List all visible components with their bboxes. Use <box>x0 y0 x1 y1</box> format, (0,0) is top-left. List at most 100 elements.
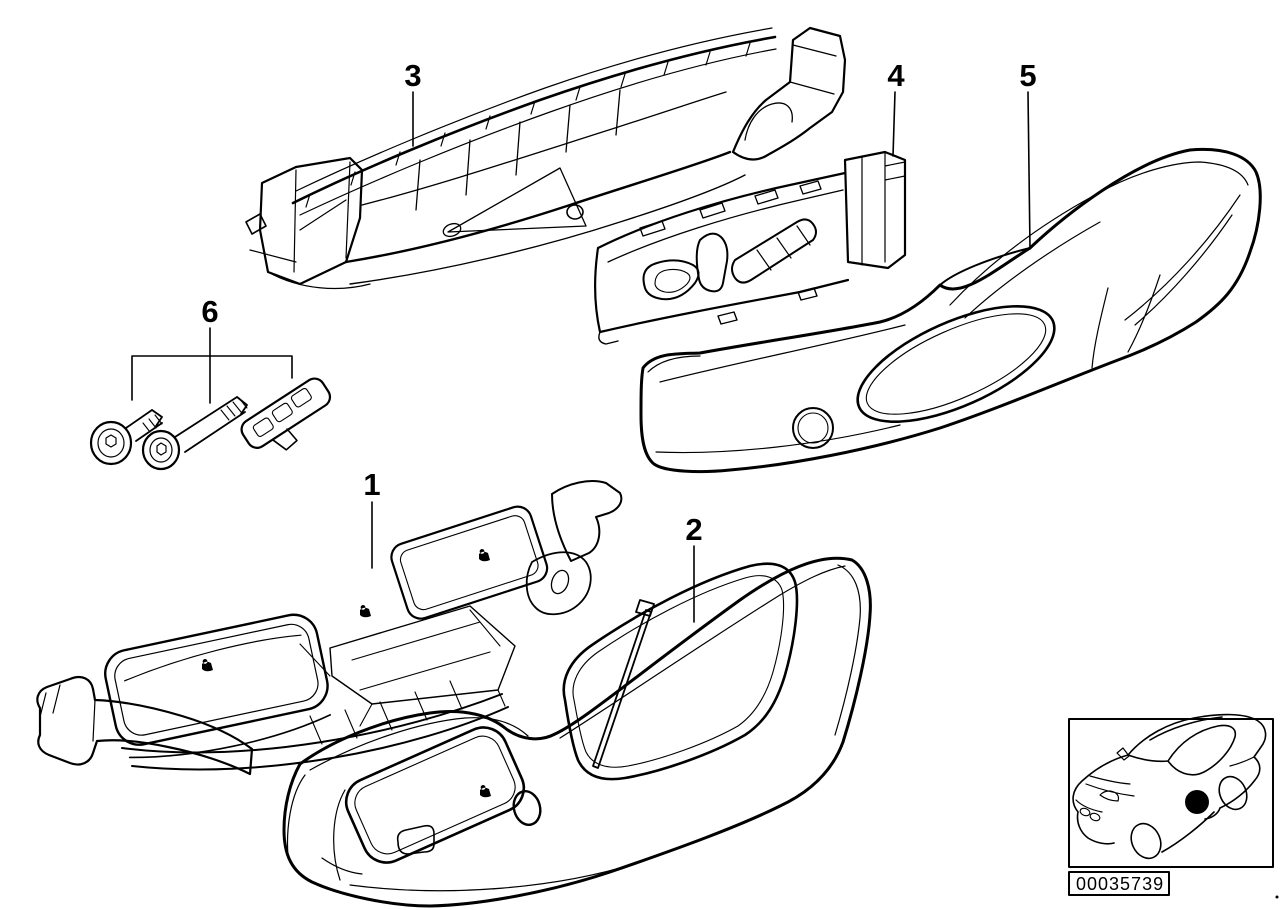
bolt-2-head-inner <box>149 437 173 463</box>
part-5-pocket-lines <box>1091 194 1241 369</box>
airbag-warning-glyph <box>479 549 490 562</box>
car-kidney-grille <box>1089 812 1101 822</box>
left-opening-outer <box>344 726 526 864</box>
part-1-lobe-hole <box>550 569 570 595</box>
part-1-base-hatch <box>309 680 463 745</box>
car-body <box>1072 713 1267 853</box>
car-front-wheel <box>1130 822 1162 860</box>
part-5-round-hole-inner <box>797 412 829 444</box>
clip-slot-1 <box>252 417 274 437</box>
part-4-cushion-button <box>731 218 817 284</box>
airbag-warning-glyph <box>202 659 213 672</box>
part-4-end-cap <box>843 150 907 270</box>
callout-number-4[interactable]: 4 <box>887 58 905 93</box>
bolt-1-head <box>89 420 133 466</box>
part-4-top-tabs <box>639 180 822 237</box>
part-1-lever-details <box>39 684 96 742</box>
stray-mark <box>1275 895 1279 899</box>
car-location-inset: 00035739 <box>1068 713 1279 899</box>
part-3-ladder-rungs <box>305 42 751 208</box>
car-outline <box>1072 713 1267 860</box>
part-5-round-hole-outer <box>792 407 834 449</box>
part-2-inner-edges <box>286 564 861 892</box>
part-1-strut-rod <box>592 599 655 769</box>
image-code: 00035739 <box>1076 874 1164 894</box>
callout-number-3[interactable]: 3 <box>404 58 421 93</box>
left-opening-inner <box>354 735 516 855</box>
callout-number-1[interactable]: 1 <box>363 467 380 502</box>
part-2-lower-trim-panel <box>282 556 872 908</box>
part-6-fasteners <box>89 377 332 471</box>
bolt-1-head-inner <box>97 428 125 458</box>
part-4-cushion-button-segments <box>756 225 811 271</box>
bolt-2-torx <box>156 442 167 456</box>
part-1-upper-pad <box>390 505 549 620</box>
callout-number-2[interactable]: 2 <box>685 512 702 547</box>
part-1-lever-arm <box>36 675 254 776</box>
callout-number-5[interactable]: 5 <box>1019 58 1036 93</box>
part-1-mid-frame-ribs <box>299 609 506 727</box>
part-1-right-lobe <box>525 551 592 616</box>
part-2-left-opening <box>344 726 526 864</box>
bolt-2-head <box>141 429 181 471</box>
part-3-body-edge <box>344 150 732 264</box>
part-1-cushion-pad <box>104 613 331 759</box>
cushion-bottom-rim <box>128 714 331 759</box>
clip-bracket <box>240 377 332 451</box>
part-3-slot <box>442 222 462 238</box>
part-3-left-tab <box>245 213 267 235</box>
part-5-switch-opening <box>856 304 1056 424</box>
part-2-outline <box>282 556 872 908</box>
part-3-lower-skirt <box>349 174 746 285</box>
part-3-right-bracket <box>731 26 847 161</box>
part-4-seat-switch <box>594 150 907 345</box>
car-rear-wheel <box>1218 775 1248 811</box>
part-3-left-end-details <box>249 161 371 290</box>
callout-number-6[interactable]: 6 <box>201 294 218 329</box>
upper-pad-inner <box>399 515 539 611</box>
clip-body <box>240 377 332 449</box>
airbag-warning-glyph <box>360 605 371 618</box>
part-5-switch-opening-inner <box>865 313 1047 415</box>
bolt-1-shaft <box>125 409 163 442</box>
callouts: 1 2 3 4 5 6 <box>131 58 1037 623</box>
callout-leader-6 <box>131 327 293 404</box>
seat-location-marker <box>1185 790 1209 814</box>
car-greenhouse <box>1127 716 1237 776</box>
part-3-ladder-edges <box>295 27 777 216</box>
part-2-clip-detail <box>396 824 435 855</box>
clip-slot-3 <box>290 387 312 408</box>
part-3-seat-carrier <box>245 26 847 290</box>
upper-pad-outer <box>390 505 549 620</box>
cushion-crease <box>124 634 302 682</box>
cushion-outer <box>104 613 329 746</box>
part-1-base-rails <box>121 693 509 771</box>
part-2-right-opening-inner <box>572 575 785 768</box>
airbag-warning-glyph <box>480 785 491 798</box>
clip-stub <box>271 428 298 451</box>
part-5-side-trim-panel <box>639 147 1262 474</box>
part-3-ladder-rails <box>291 35 777 205</box>
part-3-right-bracket-details <box>744 44 837 141</box>
part-4-seat-profile-inner <box>654 268 691 293</box>
bolt-1-torx <box>105 434 117 448</box>
callout-leader-5 <box>1027 91 1031 250</box>
callout-leader-4 <box>892 91 896 157</box>
part-2-right-opening <box>562 562 799 781</box>
car-kidney-grille <box>1079 807 1091 817</box>
clip-slot-2 <box>271 402 293 423</box>
car-front-details <box>1075 747 1255 813</box>
part-3-left-end-box <box>258 156 364 286</box>
part-5-inner-edges <box>647 161 1249 454</box>
part-1-mid-frame <box>329 605 516 705</box>
part-5-outline <box>639 147 1262 474</box>
part-3-hole <box>566 204 584 220</box>
part-3-interior-ribs <box>361 89 727 233</box>
image-code-box <box>1068 871 1170 896</box>
part-5-junction <box>939 247 1031 286</box>
cushion-inner <box>114 623 319 736</box>
part-1-hook-bracket <box>551 480 623 562</box>
part-2-small-oval-hole <box>512 790 542 826</box>
part-4-top-band <box>607 189 844 263</box>
part-4-end-cap-details <box>861 151 906 266</box>
